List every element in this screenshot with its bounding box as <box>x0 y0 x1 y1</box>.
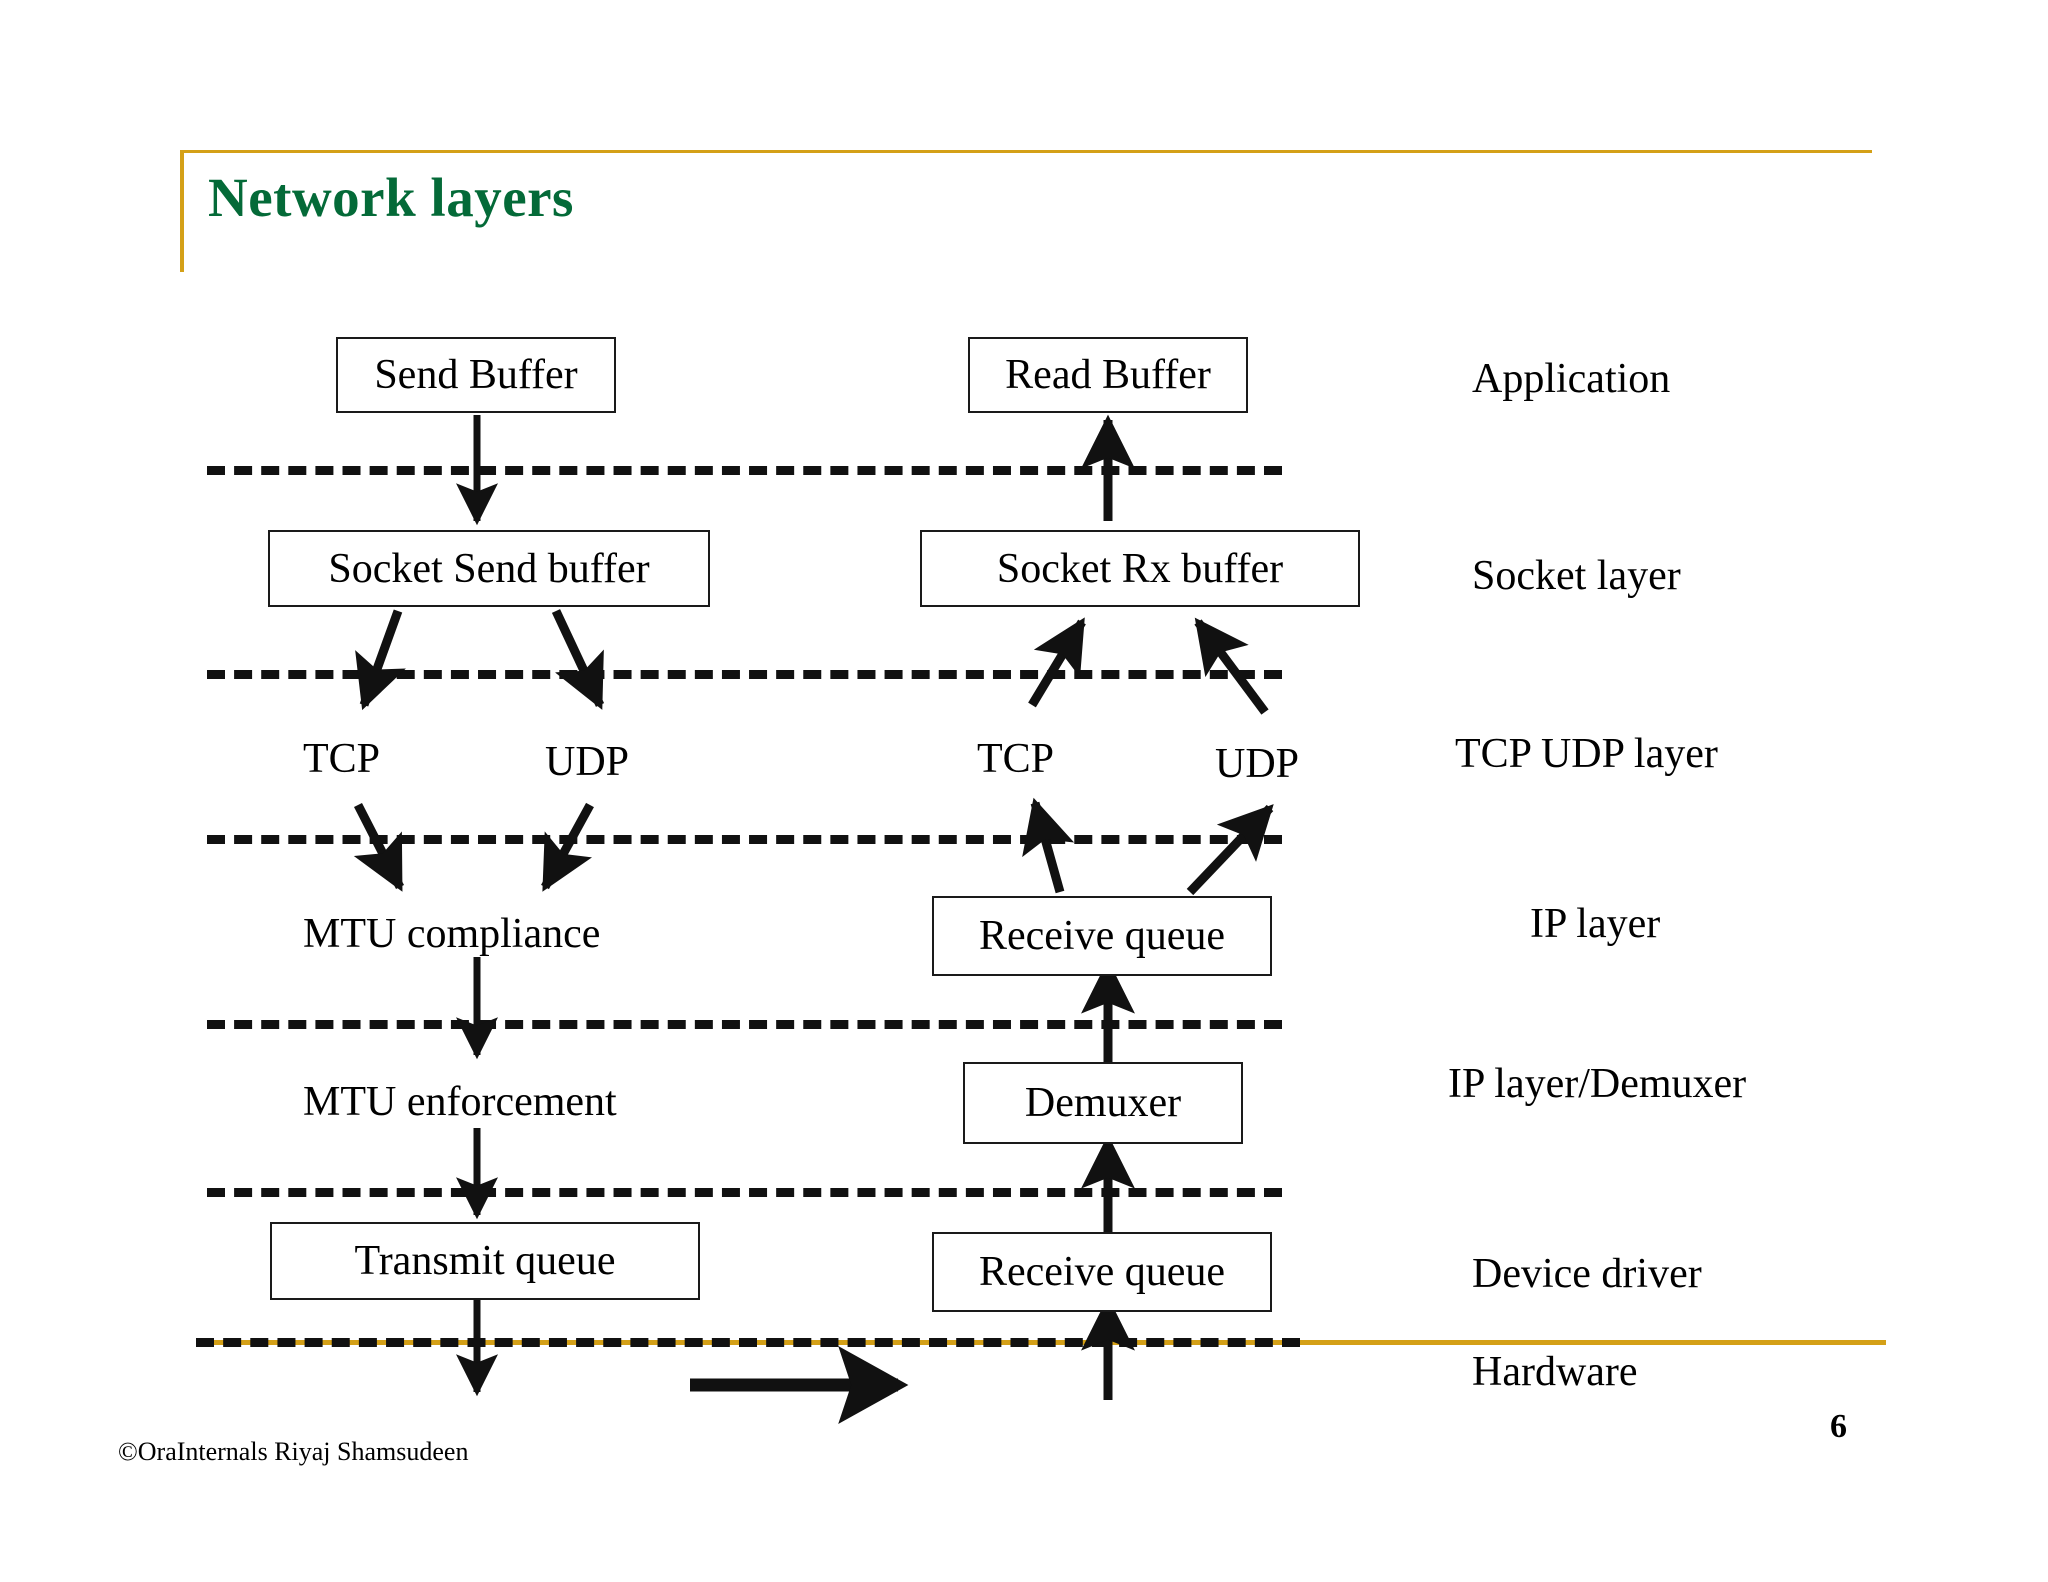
arrow-udp-to-mtu-compliance <box>541 802 594 892</box>
page-title: Network layers <box>208 167 574 228</box>
node-label: Transmit queue <box>354 1238 616 1284</box>
node-label: Send Buffer <box>374 352 578 398</box>
layer-label-socket: Socket layer <box>1472 553 1681 599</box>
divider-ip-demuxer <box>207 1020 1282 1029</box>
page-number: 6 <box>1830 1408 1847 1445</box>
node-tcp-send: TCP <box>303 736 381 782</box>
footer-credit: ©OraInternals Riyaj Shamsudeen <box>118 1437 469 1466</box>
node-read-buffer[interactable]: Read Buffer <box>968 337 1248 413</box>
node-tcp-receive: TCP <box>977 736 1055 782</box>
arrow-receivequeue-to-udp <box>1186 804 1274 896</box>
node-label: Read Buffer <box>1005 352 1211 398</box>
node-transmit-queue[interactable]: Transmit queue <box>270 1222 700 1300</box>
layer-label-ip-demuxer: IP layer/Demuxer <box>1448 1061 1747 1107</box>
node-udp-send: UDP <box>545 739 630 785</box>
title-left-rule <box>180 150 184 272</box>
layer-label-application: Application <box>1472 356 1671 402</box>
node-udp-receive: UDP <box>1215 741 1300 787</box>
node-socket-rx-buffer[interactable]: Socket Rx buffer <box>920 530 1360 607</box>
layer-label-ip: IP layer <box>1530 901 1661 947</box>
title-top-rule <box>180 150 1872 153</box>
node-send-buffer[interactable]: Send Buffer <box>336 337 616 413</box>
divider-application-socket <box>207 466 1282 475</box>
node-socket-send-buffer[interactable]: Socket Send buffer <box>268 530 710 607</box>
node-receive-queue-ip[interactable]: Receive queue <box>932 896 1272 976</box>
arrow-socketsend-to-udp <box>551 609 605 710</box>
node-demuxer[interactable]: Demuxer <box>963 1062 1243 1144</box>
layer-label-tcp-udp: TCP UDP layer <box>1455 731 1718 777</box>
node-label: Socket Send buffer <box>328 545 650 592</box>
node-label: Socket Rx buffer <box>996 545 1284 592</box>
node-mtu-enforcement: MTU enforcement <box>303 1079 617 1125</box>
arrow-socketsend-to-tcp <box>355 609 406 711</box>
arrow-tcp-to-socketrx <box>1028 617 1086 708</box>
node-label: Receive queue <box>978 1249 1226 1295</box>
divider-driver-hardware <box>196 1338 1300 1347</box>
divider-transport-ip <box>207 835 1282 844</box>
node-label: Receive queue <box>978 913 1226 959</box>
arrow-udp-to-socketrx <box>1194 617 1269 715</box>
layer-label-hardware: Hardware <box>1472 1349 1638 1395</box>
node-mtu-compliance: MTU compliance <box>303 911 601 957</box>
node-receive-queue-driver[interactable]: Receive queue <box>932 1232 1272 1312</box>
divider-socket-transport <box>207 670 1282 679</box>
arrow-tcp-to-mtu-compliance <box>353 802 405 892</box>
node-label: Demuxer <box>1024 1080 1182 1126</box>
divider-demuxer-driver <box>207 1188 1282 1197</box>
layer-label-device-driver: Device driver <box>1472 1251 1702 1297</box>
arrow-receivequeue-to-tcp <box>1022 797 1075 894</box>
